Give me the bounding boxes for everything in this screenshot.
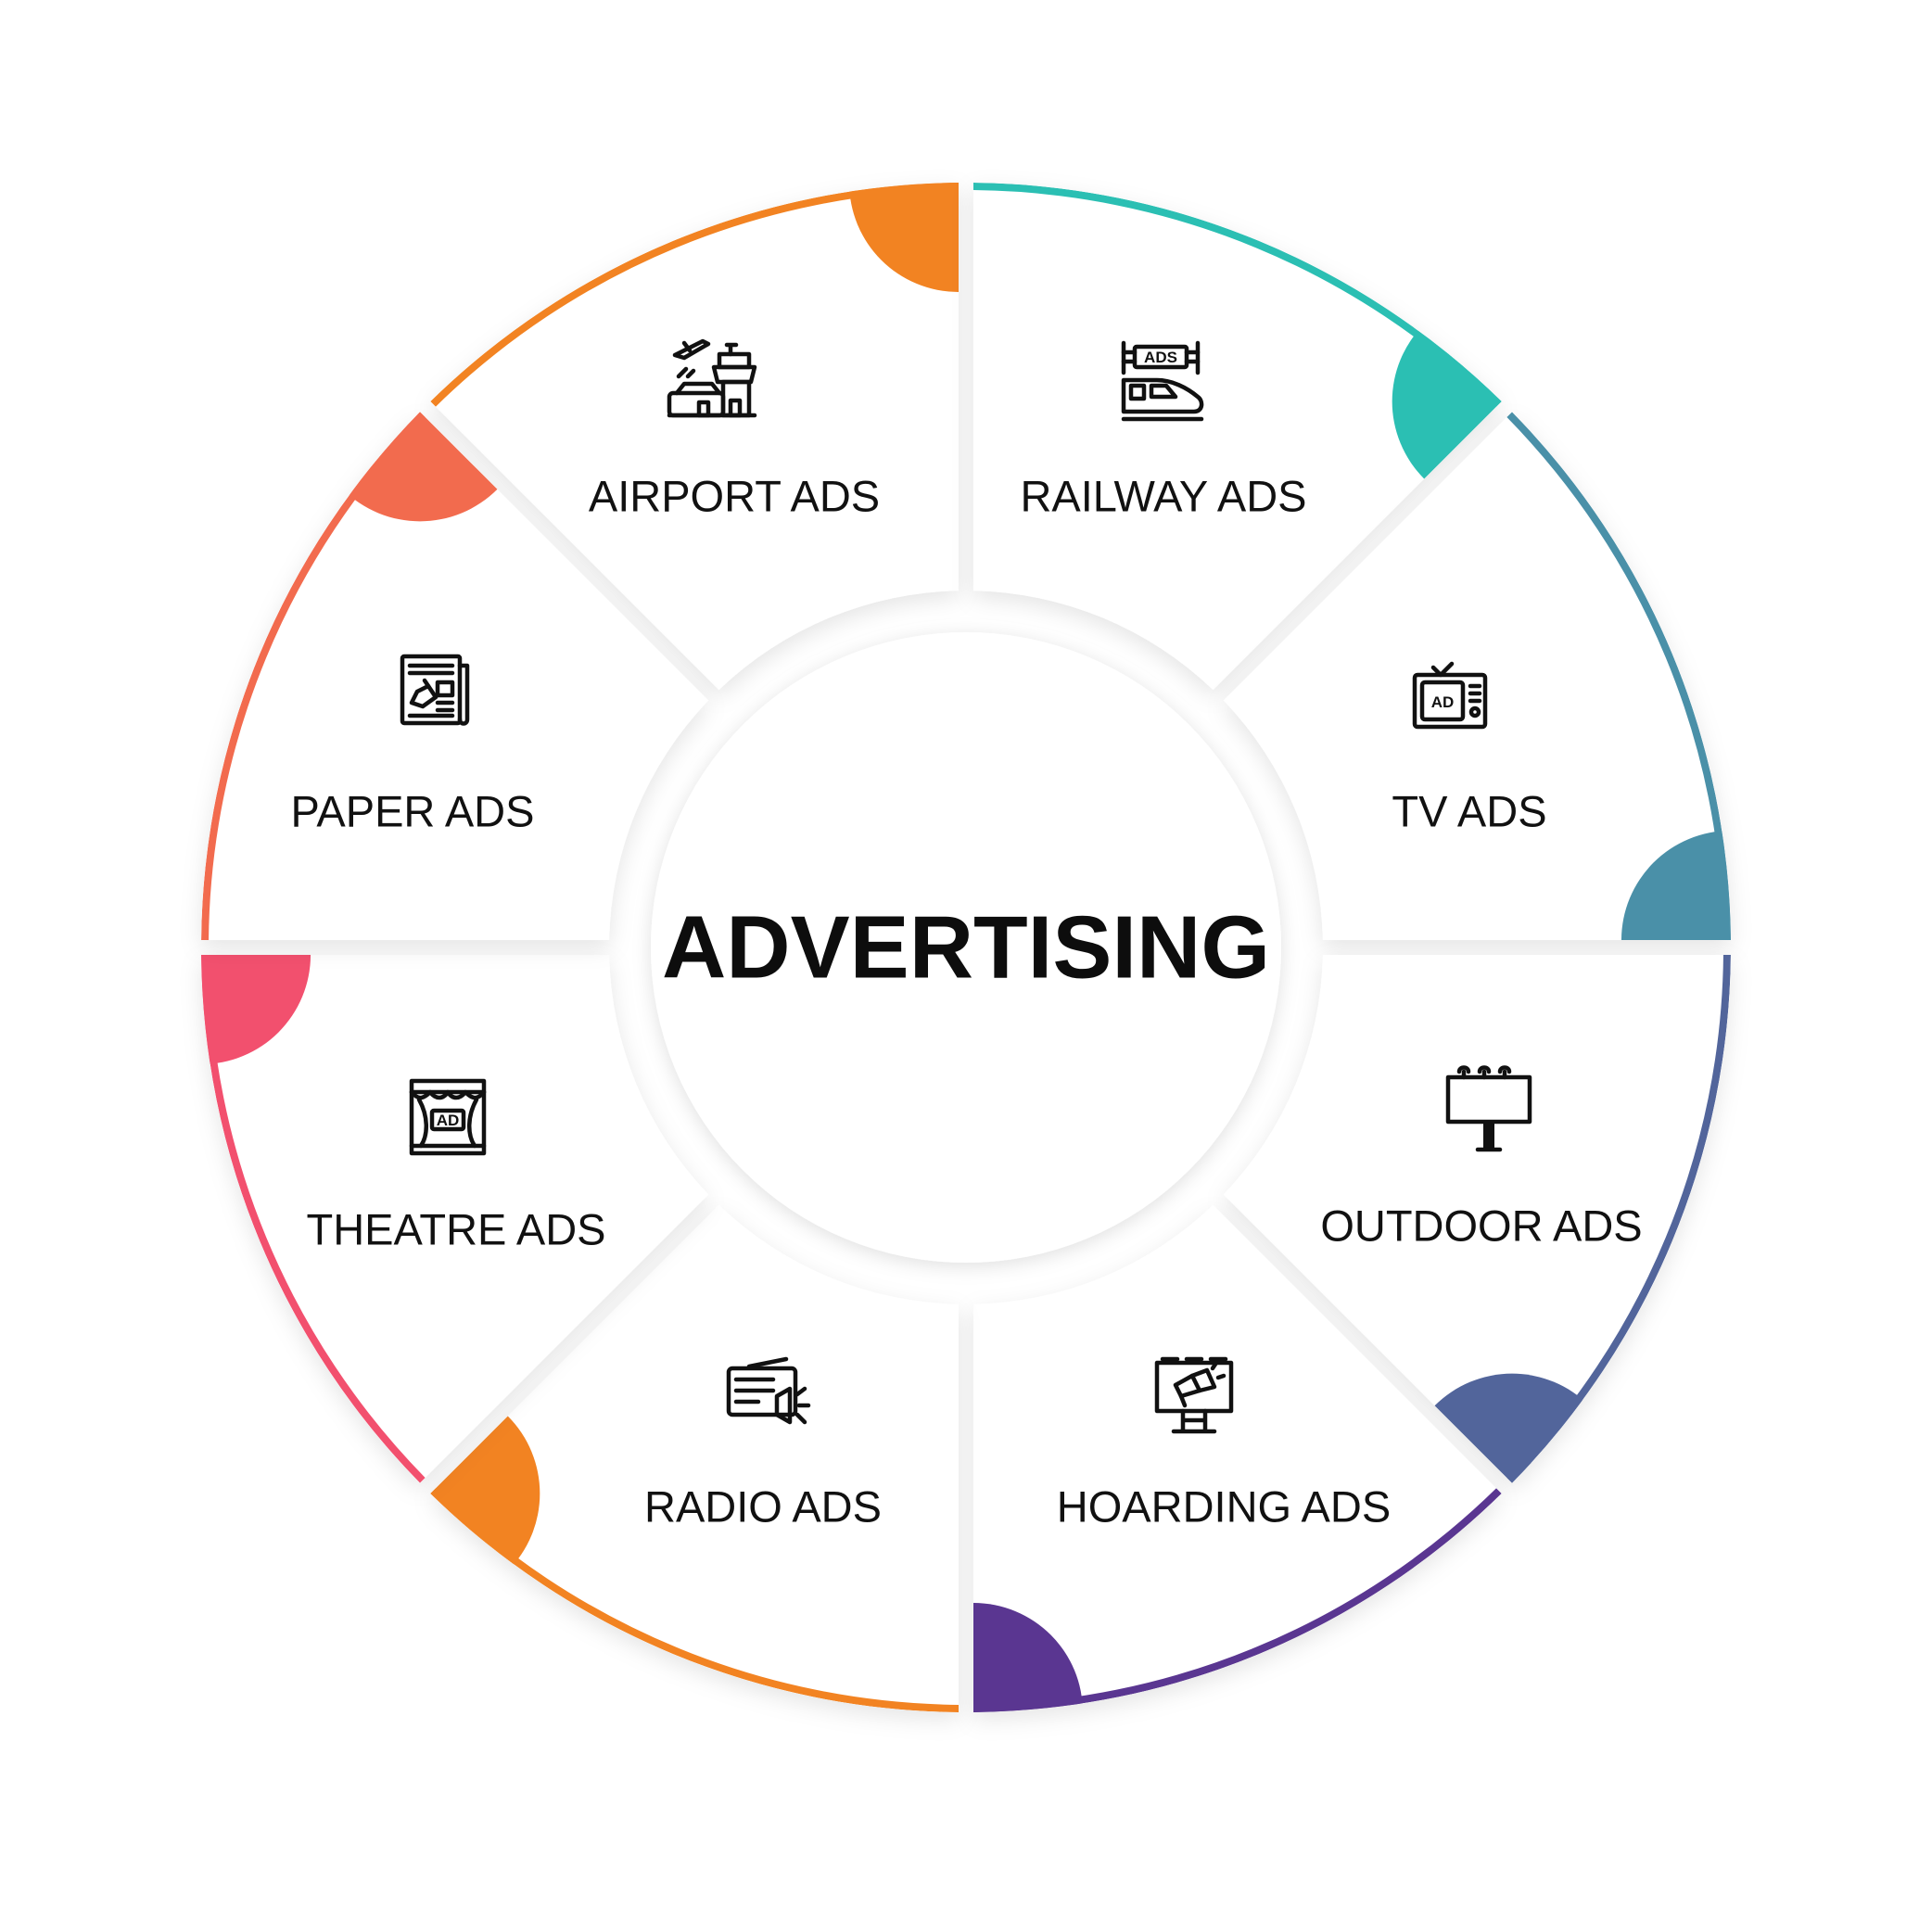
segment-card-hoarding (972, 1204, 1502, 1712)
segment-corner-theatre (201, 954, 311, 1064)
segment-corner-hoarding (972, 1602, 1083, 1712)
svg-text:AD: AD (1431, 693, 1455, 711)
segment-label-railway: RAILWAY ADS (1020, 472, 1306, 521)
segment-card-radio (430, 1204, 960, 1712)
newspaper-icon (400, 654, 470, 726)
center-title: ADVERTISING (662, 898, 1270, 998)
segment-label-hoarding: HOARDING ADS (1057, 1482, 1391, 1532)
television-icon: AD (1412, 661, 1488, 730)
center-circle (651, 632, 1281, 1263)
segment-card-paper (201, 412, 709, 941)
svg-text:AD: AD (437, 1112, 460, 1129)
segment-label-theatre: THEATRE ADS (307, 1205, 606, 1254)
segment-label-airport: AIRPORT ADS (589, 472, 880, 521)
segment-card-airport (430, 183, 960, 691)
segment-hoarding (972, 1204, 1502, 1712)
segment-theatre (201, 954, 709, 1483)
segment-corner-airport (849, 183, 960, 293)
segment-corner-tv (1621, 831, 1731, 941)
segment-card-theatre (201, 954, 709, 1483)
theatre-stage-icon: AD (409, 1078, 487, 1156)
billboard-icon (1445, 1065, 1532, 1152)
segment-card-outdoor (1223, 954, 1731, 1483)
radio-icon (726, 1356, 811, 1425)
segment-label-outdoor: OUTDOOR ADS (1320, 1201, 1642, 1251)
svg-text:ADS: ADS (1144, 349, 1177, 366)
segment-card-railway (972, 183, 1502, 691)
segment-label-paper: PAPER ADS (291, 787, 535, 836)
hoarding-megaphone-icon (1154, 1356, 1234, 1434)
segment-airport (430, 183, 960, 691)
railway-train-icon: ADS (1121, 340, 1204, 422)
segment-label-tv: TV ADS (1392, 787, 1546, 836)
segment-label-radio: RADIO ADS (644, 1482, 882, 1532)
airport-tower-icon (667, 338, 757, 418)
